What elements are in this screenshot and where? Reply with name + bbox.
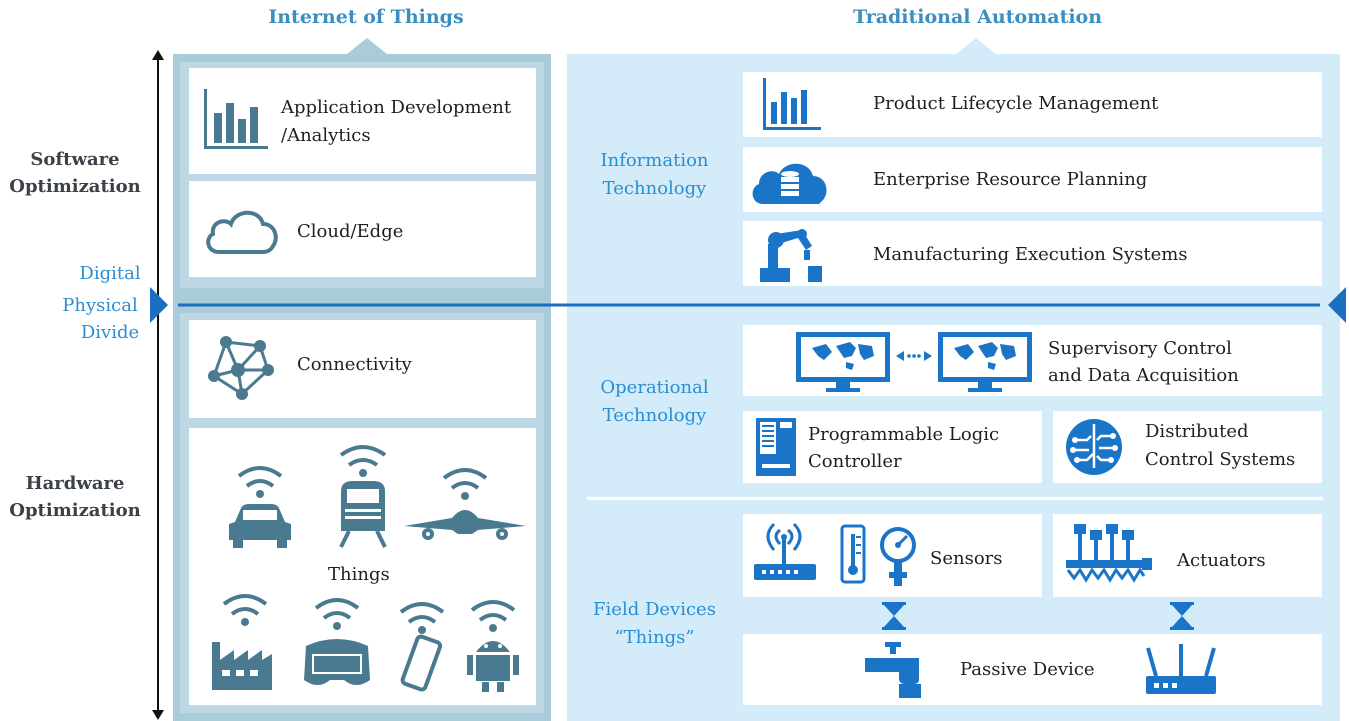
dcs-label-2: Control Systems bbox=[1145, 449, 1296, 470]
plm-label: Product Lifecycle Management bbox=[873, 93, 1159, 114]
robot-arm-icon bbox=[760, 229, 822, 282]
app-dev-label-2: /Analytics bbox=[281, 125, 371, 146]
digital-physical-divide-line bbox=[150, 287, 1346, 323]
cloud-edge-box bbox=[189, 181, 536, 277]
it-label-1: Information bbox=[600, 150, 709, 171]
car-icon bbox=[229, 466, 291, 548]
optimization-axis-arrow bbox=[152, 50, 164, 720]
passive-device-box bbox=[743, 634, 1322, 705]
monitors-world-map-icon bbox=[796, 332, 1032, 392]
dcs-label-1: Distributed bbox=[1145, 421, 1249, 442]
factory-icon bbox=[212, 594, 272, 690]
fd-label-1: Field Devices bbox=[593, 599, 716, 620]
section-divider bbox=[587, 497, 1323, 500]
erp-box bbox=[743, 147, 1322, 212]
divide-label-physical: Physical bbox=[62, 295, 138, 316]
plc-label-2: Controller bbox=[808, 451, 902, 472]
vr-headset-icon bbox=[304, 598, 370, 685]
fd-label-2: “Things” bbox=[614, 627, 695, 648]
train-icon bbox=[339, 445, 387, 548]
traditional-header: Traditional Automation bbox=[852, 6, 1103, 28]
smartphone-icon bbox=[399, 602, 445, 692]
app-dev-label-1: Application Development bbox=[281, 97, 512, 118]
router-antenna-icon bbox=[754, 522, 816, 580]
divide-label-divide: Divide bbox=[80, 322, 140, 343]
scada-label-2: and Data Acquisition bbox=[1048, 365, 1239, 386]
link-connector-icon bbox=[1170, 602, 1194, 630]
traditional-pointer bbox=[956, 38, 996, 54]
plc-controller-icon bbox=[756, 418, 796, 476]
ot-label-2: Technology bbox=[602, 405, 707, 426]
erp-label: Enterprise Resource Planning bbox=[873, 169, 1148, 190]
cloud-database-icon bbox=[752, 163, 827, 204]
scada-label-1: Supervisory Control bbox=[1048, 338, 1232, 359]
pressure-gauge-icon bbox=[880, 527, 916, 586]
iot-header: Internet of Things bbox=[268, 6, 464, 28]
mes-label: Manufacturing Execution Systems bbox=[873, 244, 1188, 265]
software-optimization-label: Software Optimization bbox=[9, 149, 141, 197]
passive-device-label: Passive Device bbox=[960, 659, 1095, 680]
plc-label-1: Programmable Logic bbox=[808, 424, 1000, 445]
actuators-label: Actuators bbox=[1177, 550, 1266, 571]
cloud-icon bbox=[206, 210, 278, 254]
it-label-2: Technology bbox=[602, 178, 707, 199]
network-mesh-icon bbox=[208, 336, 274, 400]
connectivity-label: Connectivity bbox=[297, 354, 412, 375]
mes-box bbox=[743, 221, 1322, 286]
hardware-optimization-label: Hardware Optimization bbox=[9, 473, 141, 521]
circuit-circle-icon bbox=[1066, 419, 1122, 475]
ot-label-1: Operational bbox=[600, 377, 709, 398]
bar-chart-icon bbox=[763, 78, 821, 130]
thermometer-icon bbox=[840, 524, 866, 584]
things-label: Things bbox=[328, 564, 390, 585]
wifi-router-icon bbox=[1146, 644, 1216, 694]
water-faucet-icon bbox=[865, 642, 921, 698]
robot-icon bbox=[467, 600, 519, 692]
app-dev-box bbox=[189, 68, 536, 174]
divide-label-digital: Digital bbox=[79, 263, 141, 284]
iot-pointer bbox=[347, 38, 387, 54]
airplane-icon bbox=[404, 468, 526, 540]
bar-chart-icon bbox=[204, 89, 268, 149]
link-connector-icon bbox=[882, 602, 906, 630]
plm-box bbox=[743, 72, 1322, 137]
sensors-label: Sensors bbox=[930, 548, 1003, 569]
cloud-edge-label: Cloud/Edge bbox=[297, 221, 404, 242]
engine-pistons-icon bbox=[1066, 524, 1152, 583]
